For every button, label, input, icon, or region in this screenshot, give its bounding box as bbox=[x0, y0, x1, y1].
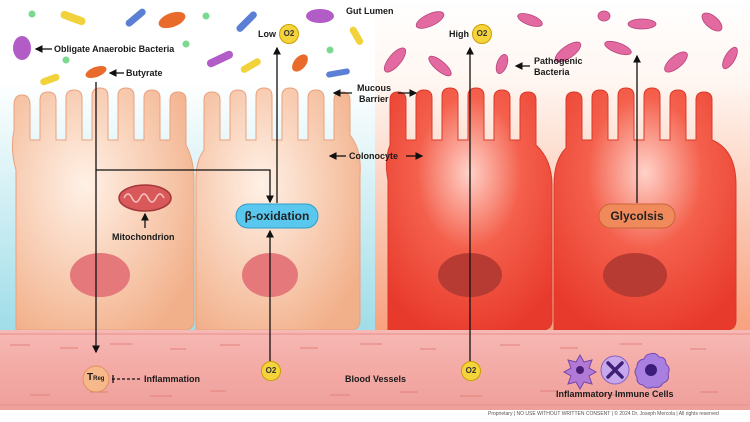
colonocyte-label: Colonocyte bbox=[349, 151, 399, 161]
copyright-footer: Proprietary | NO USE WITHOUT WRITTEN CON… bbox=[488, 411, 719, 417]
gut-lumen-label: Gut Lumen bbox=[346, 6, 394, 16]
obligate-bacteria-label: Obligate Anaerobic Bacteria bbox=[54, 44, 175, 54]
beta-oxidation-pill bbox=[235, 203, 319, 229]
o2-blood-right-icon: O2 bbox=[461, 361, 481, 381]
vessel-texture bbox=[10, 343, 718, 397]
glycolysis-text: Glycolsis bbox=[610, 209, 664, 223]
immune-cell-2 bbox=[600, 355, 630, 385]
beta-oxidation-text: β-oxidation bbox=[244, 209, 310, 223]
o2-low-icon: O2 bbox=[279, 24, 299, 44]
pathogenic-label-line2: Bacteria bbox=[534, 67, 570, 77]
inflamed-colonocyte-left bbox=[385, 87, 553, 331]
high-label: High bbox=[449, 29, 469, 39]
bacteria-obligate bbox=[13, 8, 364, 86]
blood-vessels-label: Blood Vessels bbox=[345, 374, 407, 384]
glycolysis-pill bbox=[598, 203, 676, 229]
bacteria-pathogenic bbox=[383, 10, 738, 77]
treg-sub: Reg bbox=[93, 376, 105, 382]
nucleus-healthy-left bbox=[70, 253, 130, 297]
pathway-arrows bbox=[34, 45, 641, 383]
nucleus-inflamed-right bbox=[603, 253, 667, 297]
mucous-label-line2: Barrier bbox=[359, 94, 389, 104]
healthy-colonocyte-left bbox=[11, 87, 195, 331]
o2-blood-left-icon: O2 bbox=[261, 361, 281, 381]
low-label: Low bbox=[258, 29, 276, 39]
immune-cell-3 bbox=[634, 352, 670, 389]
immune-cells-label: Inflammatory Immune Cells bbox=[556, 389, 674, 399]
mitochondrion-label: Mitochondrion bbox=[112, 232, 175, 242]
o2-high-icon: O2 bbox=[472, 24, 492, 44]
treg-label: TReg bbox=[87, 373, 104, 384]
treg-t: T bbox=[87, 372, 94, 383]
pathogenic-label-line1: Pathogenic bbox=[534, 56, 583, 66]
butyrate-label: Butyrate bbox=[126, 68, 163, 78]
inflammation-label: Inflammation bbox=[144, 374, 201, 384]
mucous-label-line1: Mucous bbox=[357, 83, 392, 93]
immune-cell-1 bbox=[562, 353, 598, 391]
mitochondrion-icon bbox=[118, 184, 172, 212]
treg-cell bbox=[82, 365, 110, 393]
